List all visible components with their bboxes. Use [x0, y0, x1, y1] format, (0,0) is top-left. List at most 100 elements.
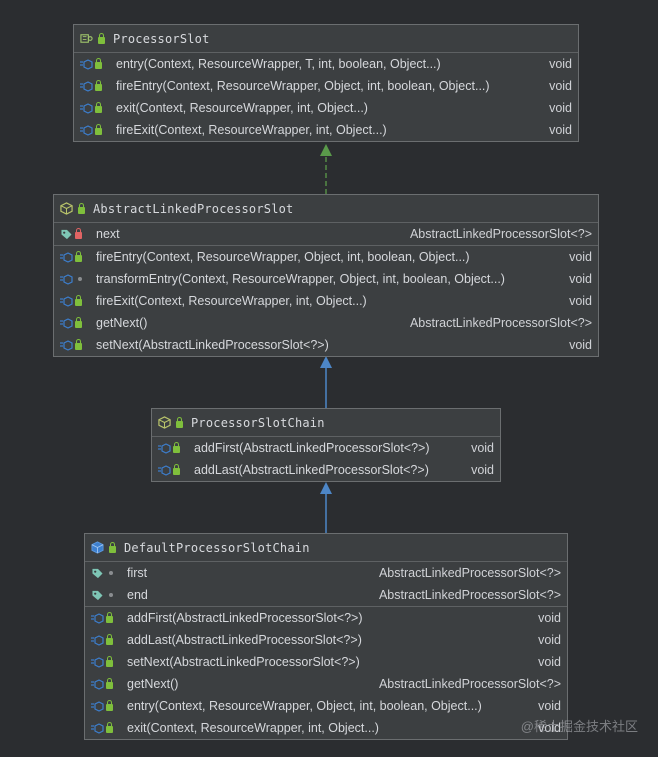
class-header: AbstractLinkedProcessorSlot: [54, 195, 598, 223]
method-name: addFirst(AbstractLinkedProcessorSlot<?>): [127, 611, 363, 625]
method-type: void: [549, 79, 572, 93]
public-lock-icon: [75, 251, 82, 262]
method-icon: [91, 700, 104, 712]
method-row[interactable]: transformEntry(Context, ResourceWrapper,…: [54, 268, 598, 290]
method-row[interactable]: fireExit(Context, ResourceWrapper, int, …: [74, 119, 578, 141]
package-visibility-icon: [109, 593, 113, 597]
package-visibility-icon: [78, 277, 82, 281]
method-row[interactable]: addFirst(AbstractLinkedProcessorSlot<?>)…: [85, 607, 567, 629]
method-row[interactable]: addLast(AbstractLinkedProcessorSlot<?>)v…: [152, 459, 500, 481]
method-icons: [91, 700, 123, 712]
method-icons: [80, 80, 112, 92]
method-type: void: [538, 633, 561, 647]
method-row[interactable]: exit(Context, ResourceWrapper, int, Obje…: [74, 97, 578, 119]
public-lock-icon: [109, 541, 116, 553]
method-icon: [80, 58, 93, 70]
public-lock-icon: [75, 317, 82, 328]
method-type: void: [538, 721, 561, 735]
method-row[interactable]: fireExit(Context, ResourceWrapper, int, …: [54, 290, 598, 312]
method-icon: [60, 251, 73, 263]
method-row[interactable]: setNext(AbstractLinkedProcessorSlot<?>) v…: [54, 334, 598, 356]
class-name: DefaultProcessorSlotChain: [124, 540, 310, 555]
method-type: void: [569, 294, 592, 308]
abstract-class-icon: [60, 202, 73, 215]
method-row[interactable]: exit(Context, ResourceWrapper, int, Obje…: [85, 717, 567, 739]
method-icons: [91, 634, 123, 646]
method-icons: [91, 656, 123, 668]
method-icons: [80, 58, 112, 70]
method-name: entry(Context, ResourceWrapper, T, int, …: [116, 57, 441, 71]
method-row[interactable]: entry(Context, ResourceWrapper, T, int, …: [74, 53, 578, 75]
public-lock-icon: [75, 295, 82, 306]
method-name: addFirst(AbstractLinkedProcessorSlot<?>): [194, 441, 430, 455]
methods-section: addFirst(AbstractLinkedProcessorSlot<?>)…: [152, 437, 500, 481]
method-row[interactable]: setNext(AbstractLinkedProcessorSlot<?>)v…: [85, 651, 567, 673]
method-icon: [91, 656, 104, 668]
method-type: void: [538, 699, 561, 713]
method-type: void: [569, 250, 592, 264]
method-icons: [158, 442, 190, 454]
method-name: addLast(AbstractLinkedProcessorSlot<?>): [127, 633, 362, 647]
public-lock-icon: [106, 612, 113, 623]
public-lock-icon: [95, 124, 102, 135]
method-row[interactable]: getNext()AbstractLinkedProcessorSlot<?>: [54, 312, 598, 334]
extends-arrowhead-1: [320, 356, 332, 368]
method-name: setNext(AbstractLinkedProcessorSlot<?>): [96, 338, 329, 352]
field-icon: [92, 568, 103, 578]
package-visibility-icon: [109, 571, 113, 575]
method-icons: [60, 295, 92, 307]
method-type: AbstractLinkedProcessorSlot<?>: [409, 316, 592, 330]
method-type: AbstractLinkedProcessorSlot<?>: [378, 677, 561, 691]
method-row[interactable]: addFirst(AbstractLinkedProcessorSlot<?>)…: [152, 437, 500, 459]
class-header: ProcessorSlotChain: [152, 409, 500, 437]
public-lock-icon: [78, 202, 85, 214]
extends-arrowhead-2: [320, 482, 332, 494]
method-type: void: [471, 441, 494, 455]
public-lock-icon: [106, 656, 113, 667]
method-type: void: [569, 338, 592, 352]
method-row[interactable]: getNext()AbstractLinkedProcessorSlot<?>: [85, 673, 567, 695]
field-icons: [60, 228, 92, 240]
private-lock-icon: [75, 228, 82, 239]
method-icon: [60, 295, 73, 307]
method-type: void: [549, 101, 572, 115]
method-row[interactable]: fireEntry(Context, ResourceWrapper, Obje…: [54, 246, 598, 268]
field-name: end: [127, 588, 148, 602]
method-icon: [60, 317, 73, 329]
field-type: AbstractLinkedProcessorSlot<?>: [378, 566, 561, 580]
field-type: AbstractLinkedProcessorSlot<?>: [409, 227, 592, 241]
method-row[interactable]: entry(Context, ResourceWrapper, Object, …: [85, 695, 567, 717]
public-lock-icon: [75, 339, 82, 350]
field-icon: [61, 229, 72, 239]
method-name: exit(Context, ResourceWrapper, int, Obje…: [116, 101, 368, 115]
method-name: fireEntry(Context, ResourceWrapper, Obje…: [96, 250, 470, 264]
public-lock-icon: [173, 442, 180, 453]
method-icon: [91, 678, 104, 690]
class-name: ProcessorSlotChain: [191, 415, 325, 430]
method-icon: [80, 80, 93, 92]
method-icon: [91, 634, 104, 646]
public-lock-icon: [95, 58, 102, 69]
method-row[interactable]: fireEntry(Context, ResourceWrapper, Obje…: [74, 75, 578, 97]
public-lock-icon: [106, 722, 113, 733]
method-icons: [158, 464, 190, 476]
class-box-processor-slot-chain[interactable]: ProcessorSlotChain addFirst(AbstractLinke…: [151, 408, 501, 482]
method-icons: [60, 339, 92, 351]
method-icon: [91, 612, 104, 624]
methods-section: addFirst(AbstractLinkedProcessorSlot<?>)…: [85, 607, 567, 739]
method-type: void: [549, 57, 572, 71]
method-icons: [91, 722, 123, 734]
method-row[interactable]: addLast(AbstractLinkedProcessorSlot<?>) v…: [85, 629, 567, 651]
methods-section: entry(Context, ResourceWrapper, T, int, …: [74, 53, 578, 141]
method-name: setNext(AbstractLinkedProcessorSlot<?>): [127, 655, 360, 669]
method-icons: [80, 102, 112, 114]
method-name: fireExit(Context, ResourceWrapper, int, …: [96, 294, 367, 308]
